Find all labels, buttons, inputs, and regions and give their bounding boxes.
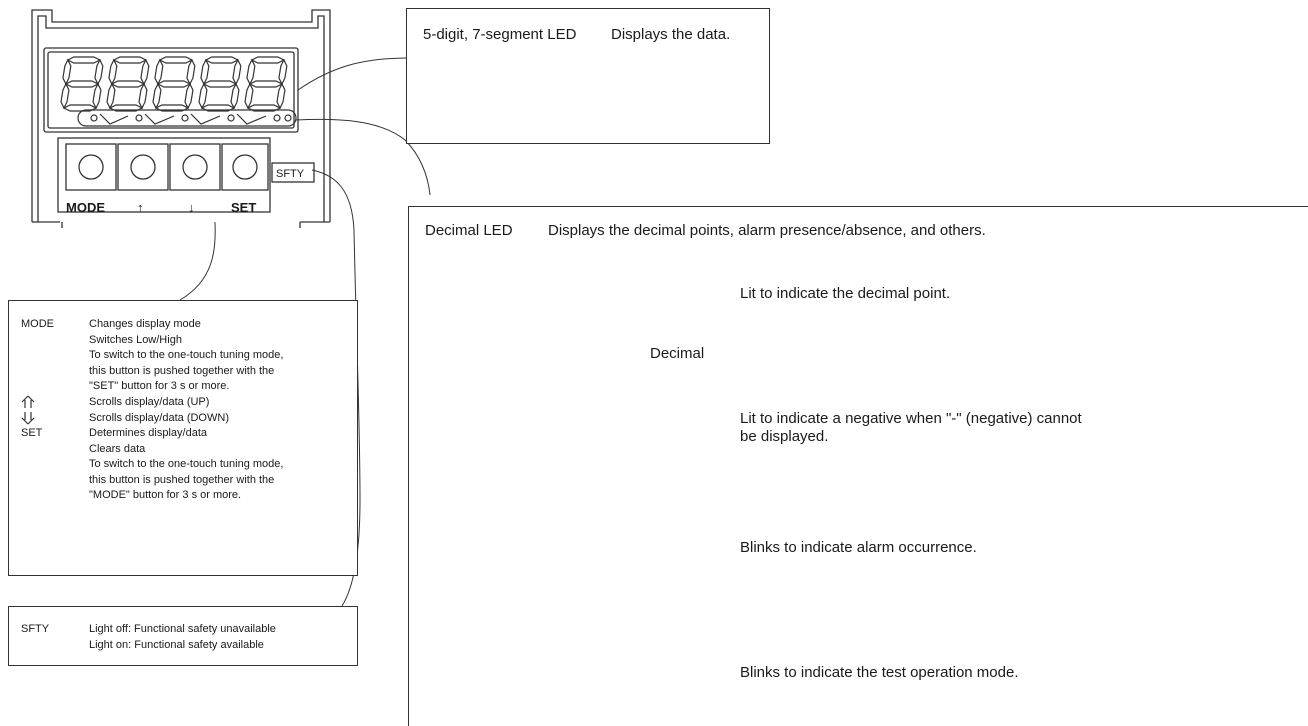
led-segment-g: [64, 80, 100, 88]
arrow-up-icon: ↑: [137, 200, 144, 215]
led-segment-b: [186, 58, 196, 86]
mode-line-5: "SET" button for 3 s or more.: [89, 380, 230, 392]
decimal-callout-box: Decimal LED Displays the decimal points,…: [408, 206, 1308, 726]
mode-line-1: Changes display mode: [89, 318, 201, 330]
led-segment-f: [246, 58, 256, 86]
led-segment-b: [278, 58, 288, 86]
set-line-5: "MODE" button for 3 s or more.: [89, 489, 242, 501]
up-line: Scrolls display/data (UP): [89, 396, 210, 408]
led-segment-c: [230, 82, 240, 110]
top-callout-title: 5-digit, 7-segment LED: [423, 26, 577, 43]
down-button-icon: [182, 154, 208, 180]
led-segment-b: [140, 58, 150, 86]
led-segment-c: [138, 82, 148, 110]
top-callout-desc: Displays the data.: [611, 26, 731, 43]
decimal-callout-desc: Displays the decimal points, alarm prese…: [548, 222, 986, 239]
led-segment-g: [202, 80, 238, 88]
set-line-3: To switch to the one-touch tuning mode,: [89, 458, 284, 470]
led-segment-f: [108, 58, 118, 86]
device-button-labels: MODE ↑ ↓ SET: [66, 200, 256, 215]
led-segment-e: [152, 82, 162, 110]
led-segment-a: [250, 56, 286, 64]
mode-line-2: Switches Low/High: [89, 334, 182, 346]
top-callout-box: 5-digit, 7-segment LED Displays the data…: [406, 8, 770, 144]
set-line-4: this button is pushed together with the: [89, 474, 275, 486]
set-line-2: Clears data: [89, 443, 146, 455]
led-segment-e: [106, 82, 116, 110]
led-segment-e: [198, 82, 208, 110]
led-segment-a: [112, 56, 148, 64]
sfty-line-1: Light off: Functional safety unavailable: [89, 623, 276, 635]
sfty-desc-box: SFTY Light off: Functional safety unavai…: [8, 606, 358, 666]
led-segment-a: [204, 56, 240, 64]
set-key: SET: [21, 427, 43, 439]
led-segment-c: [92, 82, 102, 110]
led-segment-c: [184, 82, 194, 110]
decimal-callout-title: Decimal LED: [425, 222, 513, 239]
set-line-1: Determines display/data: [89, 427, 208, 439]
mode-key: MODE: [21, 318, 54, 330]
mode-label: MODE: [66, 200, 105, 215]
device-buttons[interactable]: [65, 143, 315, 191]
arrow-down-icon: ↓: [188, 200, 195, 215]
down-key-icon: [21, 411, 81, 431]
led-segment-e: [244, 82, 254, 110]
set-button-icon: [232, 154, 258, 180]
led-segment-a: [66, 56, 102, 64]
led-segment-f: [62, 58, 72, 86]
up-button-icon: [130, 154, 156, 180]
row-2-text-line2: be displayed.: [740, 428, 829, 445]
sfty-key: SFTY: [21, 623, 50, 635]
led-segment-g: [248, 80, 284, 88]
led-segment-a: [158, 56, 194, 64]
row-2-text-line1: Lit to indicate a negative when "-" (neg…: [740, 410, 1082, 427]
mode-button-icon: [78, 154, 104, 180]
sfty-line-2: Light on: Functional safety available: [89, 639, 264, 651]
sfty-label: SFTY: [276, 168, 305, 180]
mode-line-4: this button is pushed together with the: [89, 365, 275, 377]
mode-line-3: To switch to the one-touch tuning mode,: [89, 349, 284, 361]
device-led-digits: [60, 56, 288, 112]
row-1-text: Lit to indicate the decimal point.: [740, 285, 951, 302]
led-segment-b: [94, 58, 104, 86]
led-segment-c: [276, 82, 286, 110]
led-segment-f: [200, 58, 210, 86]
up-key-icon: [21, 395, 81, 415]
led-segment-e: [60, 82, 70, 110]
led-segment-f: [154, 58, 164, 86]
device-decimal-leds: [77, 109, 297, 127]
down-line: Scrolls display/data (DOWN): [89, 412, 229, 424]
row-4-text: Blinks to indicate the test operation mo…: [740, 664, 1019, 681]
set-label: SET: [231, 200, 256, 215]
row-3-text: Blinks to indicate alarm occurrence.: [740, 539, 977, 556]
led-segment-b: [232, 58, 242, 86]
decimal-note: Decimal: [650, 345, 705, 362]
led-segment-g: [110, 80, 146, 88]
button-desc-box: MODE Changes display mode Switches Low/H…: [8, 300, 358, 576]
led-segment-g: [156, 80, 192, 88]
